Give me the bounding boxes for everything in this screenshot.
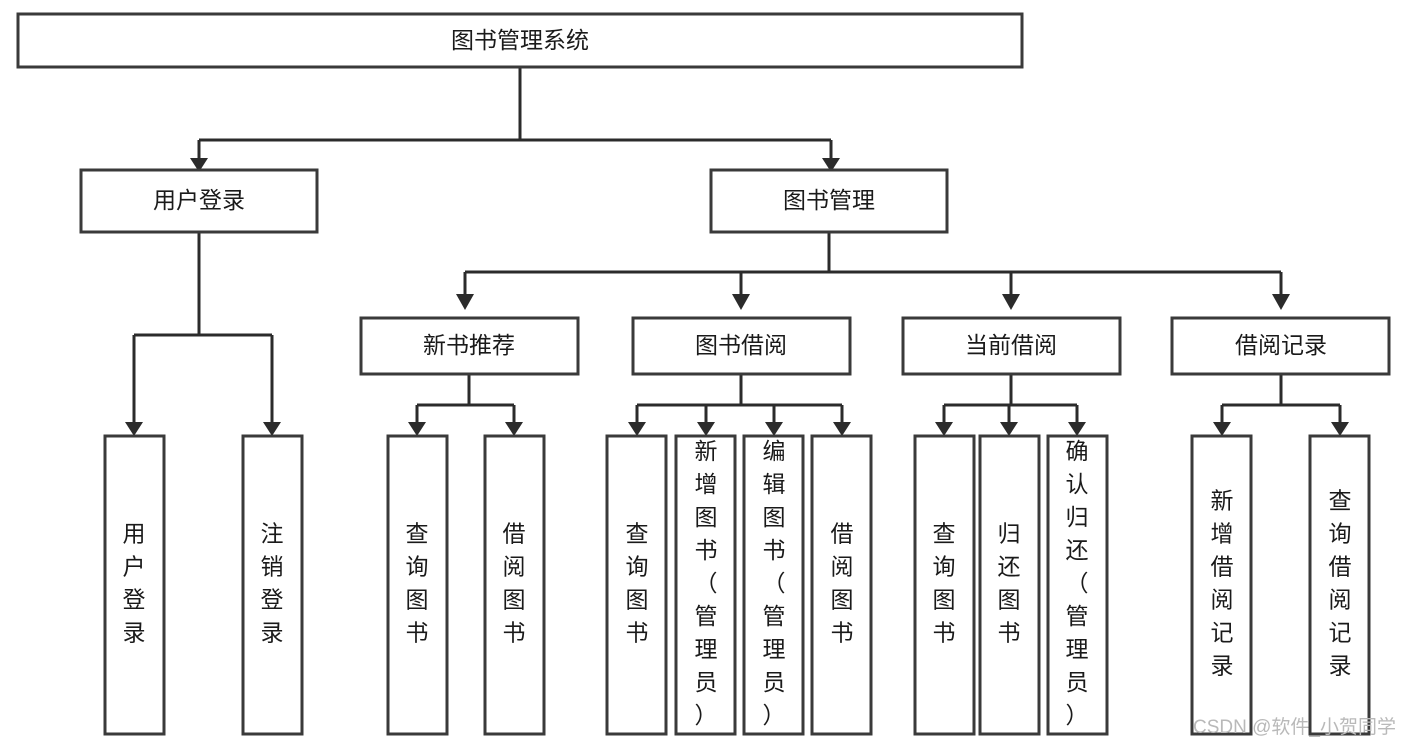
- node-borrow-record[interactable]: 借阅记录: [1170, 316, 1391, 376]
- arrow-head-leaf-query-book-3: [935, 422, 953, 436]
- node-leaf-add-record[interactable]: 新增借阅记录: [1190, 434, 1253, 736]
- node-leaf-query-book-1-box[interactable]: [386, 434, 449, 736]
- arrow-head-leaf-borrow-book-2: [833, 422, 851, 436]
- arrow-head-leaf-logout: [263, 422, 281, 436]
- node-current-borrow-label: 当前借阅: [965, 332, 1057, 358]
- node-leaf-query-record[interactable]: 查询借阅记录: [1308, 434, 1371, 736]
- node-book-borrow-label: 图书借阅: [695, 332, 787, 358]
- node-leaf-borrow-book-1-label: 借阅图书: [503, 521, 526, 646]
- node-new-book-rec-label: 新书推荐: [423, 332, 515, 358]
- node-borrow-record-box[interactable]: [1170, 316, 1391, 376]
- node-book-borrow-box[interactable]: [631, 316, 852, 376]
- csdn-watermark: CSDN @软件_小贺同学: [1193, 716, 1396, 738]
- node-leaf-borrow-book-2[interactable]: 借阅图书: [810, 434, 873, 736]
- arrow-head-leaf-add-record: [1213, 422, 1231, 436]
- arrow-head-leaf-query-book-2: [628, 422, 646, 436]
- node-leaf-confirm-return-box[interactable]: [1046, 434, 1109, 736]
- arrow-head-leaf-query-book-1: [408, 422, 426, 436]
- edge-user-login-to-leaves: [132, 232, 274, 424]
- node-leaf-query-book-3-label: 查询图书: [933, 521, 956, 646]
- arrow-head-borrow-record: [1272, 294, 1290, 310]
- node-leaf-return-book-label: 归还图书: [998, 521, 1021, 646]
- node-current-borrow[interactable]: 当前借阅: [901, 316, 1122, 376]
- edge-new-book-rec-to-leaves: [415, 374, 516, 424]
- node-leaf-add-book-label: 新增图书（管理员）: [695, 438, 718, 728]
- node-leaf-return-book[interactable]: 归还图书: [978, 434, 1041, 736]
- edge-current-borrow-to-leaves: [942, 374, 1079, 424]
- arrow-head-current-borrow: [1002, 294, 1020, 310]
- arrow-head-new-book-rec: [456, 294, 474, 310]
- arrow-head-leaf-confirm-return: [1068, 422, 1086, 436]
- arrow-head-leaf-add-book: [697, 422, 715, 436]
- arrow-head-book-borrow: [732, 294, 750, 310]
- node-book-manage[interactable]: 图书管理: [709, 168, 949, 234]
- node-leaf-add-book[interactable]: 新增图书（管理员）: [674, 434, 737, 736]
- arrow-head-leaf-query-record: [1331, 422, 1349, 436]
- node-leaf-borrow-book-1[interactable]: 借阅图书: [483, 434, 546, 736]
- node-leaf-add-record-box[interactable]: [1190, 434, 1253, 736]
- node-leaf-confirm-return[interactable]: 确认归还（管理员）: [1046, 434, 1109, 736]
- node-current-borrow-box[interactable]: [901, 316, 1122, 376]
- node-user-login-label: 用户登录: [153, 187, 245, 213]
- node-new-book-rec-box[interactable]: [359, 316, 580, 376]
- arrow-head-leaf-return-book: [1000, 422, 1018, 436]
- connector-layer: [125, 67, 1349, 436]
- node-leaf-borrow-book-2-label: 借阅图书: [831, 521, 854, 646]
- arrow-head-leaf-edit-book: [765, 422, 783, 436]
- arrow-head-user-login: [190, 158, 208, 172]
- node-leaf-user-login[interactable]: 用户登录: [103, 434, 166, 736]
- node-leaf-add-record-label: 新增借阅记录: [1211, 488, 1234, 679]
- arrow-head-book-manage: [822, 158, 840, 172]
- node-root[interactable]: 图书管理系统: [16, 12, 1024, 69]
- node-leaf-query-record-box[interactable]: [1308, 434, 1371, 736]
- node-leaf-user-login-box[interactable]: [103, 434, 166, 736]
- node-root-label: 图书管理系统: [451, 27, 589, 53]
- arrow-head-leaf-user-login: [125, 422, 143, 436]
- node-book-manage-label: 图书管理: [783, 187, 875, 213]
- node-leaf-borrow-book-2-box[interactable]: [810, 434, 873, 736]
- node-leaf-borrow-book-1-box[interactable]: [483, 434, 546, 736]
- node-leaf-edit-book-label: 编辑图书（管理员）: [763, 438, 786, 728]
- node-borrow-record-label: 借阅记录: [1235, 332, 1327, 358]
- node-leaf-edit-book-box[interactable]: [742, 434, 805, 736]
- node-leaf-query-book-2[interactable]: 查询图书: [605, 434, 668, 736]
- node-leaf-query-book-1-label: 查询图书: [406, 521, 429, 646]
- node-leaf-return-book-box[interactable]: [978, 434, 1041, 736]
- arrow-head-leaf-borrow-book-1: [505, 422, 523, 436]
- node-leaf-query-book-2-label: 查询图书: [626, 521, 649, 646]
- node-leaf-user-login-label: 用户登录: [123, 521, 146, 646]
- node-user-login-box[interactable]: [79, 168, 319, 234]
- node-book-manage-box[interactable]: [709, 168, 949, 234]
- node-leaf-query-record-label: 查询借阅记录: [1329, 488, 1352, 679]
- node-leaf-logout[interactable]: 注销登录: [241, 434, 304, 736]
- node-leaf-query-book-2-box[interactable]: [605, 434, 668, 736]
- node-user-login[interactable]: 用户登录: [79, 168, 319, 234]
- node-leaf-query-book-3[interactable]: 查询图书: [913, 434, 976, 736]
- edge-book-manage-to-level3: [463, 232, 1283, 296]
- edge-book-borrow-to-leaves: [635, 374, 844, 424]
- node-leaf-edit-book[interactable]: 编辑图书（管理员）: [742, 434, 805, 736]
- edge-borrow-record-to-leaves: [1220, 374, 1342, 424]
- node-book-borrow[interactable]: 图书借阅: [631, 316, 852, 376]
- node-root-box[interactable]: [16, 12, 1024, 69]
- node-leaf-add-book-box[interactable]: [674, 434, 737, 736]
- edge-root-to-level2: [197, 67, 833, 160]
- node-leaf-query-book-1[interactable]: 查询图书: [386, 434, 449, 736]
- node-leaf-query-book-3-box[interactable]: [913, 434, 976, 736]
- node-new-book-rec[interactable]: 新书推荐: [359, 316, 580, 376]
- node-leaf-logout-box[interactable]: [241, 434, 304, 736]
- node-leaf-logout-label: 注销登录: [261, 521, 284, 646]
- node-leaf-confirm-return-label: 确认归还（管理员）: [1066, 438, 1089, 728]
